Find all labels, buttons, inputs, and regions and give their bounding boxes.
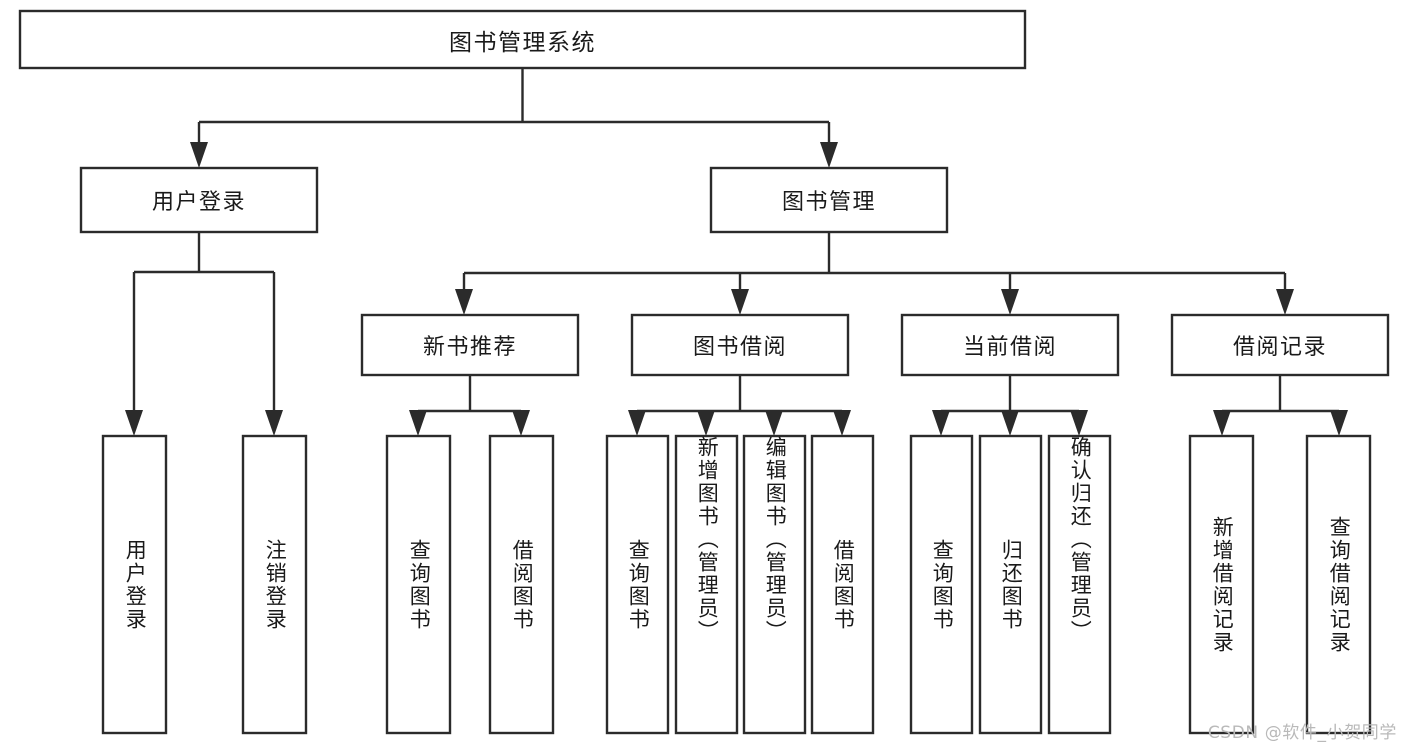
arrow-root-to-login (190, 142, 208, 168)
arrow-bookmgmt-newbooks (455, 289, 473, 315)
connector-group-bookmgmt-to-level3 (455, 232, 1294, 315)
arrow-root-to-bookmgmt (820, 142, 838, 168)
node-box-leaf-5[interactable] (674, 434, 739, 735)
connector-group-current-to-leaves (932, 375, 1088, 436)
node-box-leaf-10[interactable] (1047, 434, 1112, 735)
node-box-leaf-11[interactable] (1188, 434, 1255, 735)
node-box-leaf-4[interactable] (605, 434, 670, 735)
node-box-leaf-2[interactable] (385, 434, 452, 735)
node-box-leaf-6[interactable] (742, 434, 807, 735)
arrow-bookmgmt-records (1276, 289, 1294, 315)
arrow-current-leaf-1 (932, 410, 950, 436)
arrow-records-leaf-2 (1330, 410, 1348, 436)
arrow-records-leaf-1 (1213, 410, 1231, 436)
arrow-bookmgmt-borrow (731, 289, 749, 315)
arrow-borrow-leaf-2 (697, 410, 715, 436)
node-box-user-login[interactable] (79, 166, 319, 234)
arrow-newbooks-leaf-2 (512, 410, 530, 436)
node-box-book-management[interactable] (709, 166, 949, 234)
connector-group-login-to-leaves (125, 232, 283, 436)
connector-group-newbooks-to-leaves (409, 375, 530, 436)
node-box-leaf-12[interactable] (1305, 434, 1372, 735)
node-box-book-borrow[interactable] (630, 313, 850, 377)
arrow-login-leaf-1 (125, 410, 143, 436)
node-box-borrow-records[interactable] (1170, 313, 1390, 377)
arrow-current-leaf-3 (1070, 410, 1088, 436)
node-box-leaf-8[interactable] (909, 434, 974, 735)
node-box-current-borrow[interactable] (900, 313, 1120, 377)
node-box-leaf-7[interactable] (810, 434, 875, 735)
arrow-login-leaf-2 (265, 410, 283, 436)
arrow-bookmgmt-current (1001, 289, 1019, 315)
connector-group-root-to-level2 (190, 68, 838, 168)
arrow-newbooks-leaf-1 (409, 410, 427, 436)
connector-group-records-to-leaves (1213, 375, 1348, 436)
arrow-borrow-leaf-3 (765, 410, 783, 436)
connector-group-borrow-to-leaves (628, 375, 851, 436)
node-box-leaf-3[interactable] (488, 434, 555, 735)
node-box-leaf-9[interactable] (978, 434, 1043, 735)
node-box-new-book-recommend[interactable] (360, 313, 580, 377)
arrow-current-leaf-2 (1001, 410, 1019, 436)
arrow-borrow-leaf-4 (833, 410, 851, 436)
arrow-borrow-leaf-1 (628, 410, 646, 436)
node-box-leaf-1[interactable] (241, 434, 308, 735)
node-box-leaf-0[interactable] (101, 434, 168, 735)
node-box-root[interactable] (18, 9, 1027, 70)
